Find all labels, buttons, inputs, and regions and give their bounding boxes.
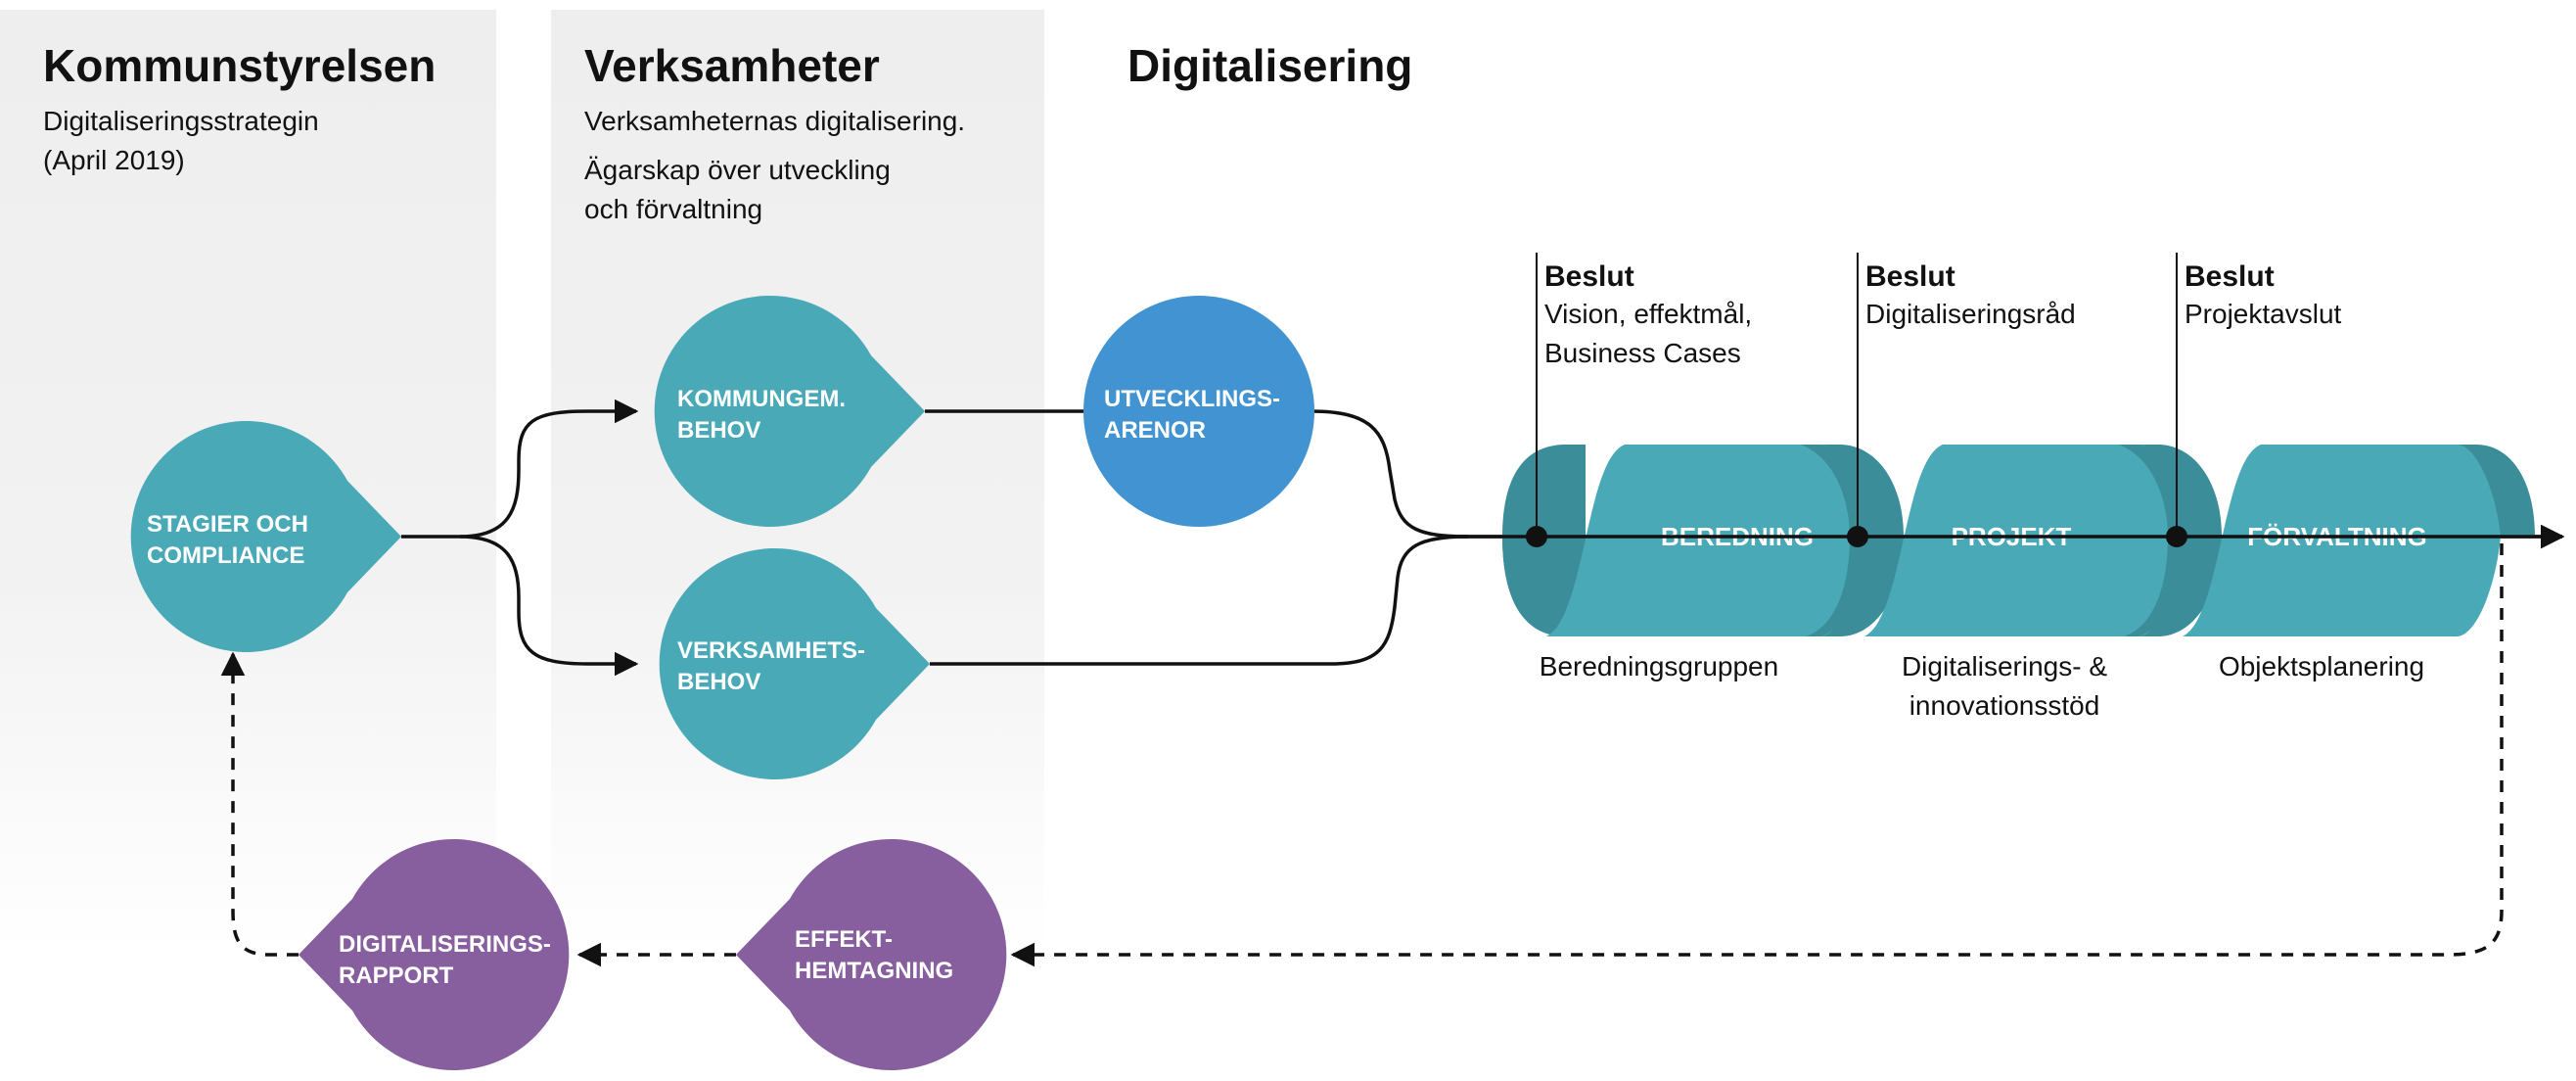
phase-below-projekt-1: Digitaliserings- & (1902, 651, 2107, 682)
connector-to-verksamhets (459, 535, 639, 677)
node-strategier-line2: COMPLIANCE (147, 542, 304, 569)
decision-markers (1536, 253, 2178, 537)
node-utvecklings-line1: UTVECKLINGS- (1104, 386, 1280, 412)
phase-below-projekt-2: innovationsstöd (1909, 690, 2100, 721)
feedback-loop (220, 543, 2504, 967)
feedback-rapport-to-strategi (220, 651, 299, 957)
node-kommungem: KOMMUNGEM. BEHOV (654, 295, 925, 527)
phase-below-beredning: Beredningsgruppen (1540, 651, 1778, 682)
band-edge-2 (2119, 445, 2183, 636)
connector-to-kommungem (401, 399, 639, 539)
connector-verksamhets-merge (930, 535, 1469, 666)
decision-title-3: Beslut (2185, 260, 2275, 293)
band-forvaltning (2183, 445, 2501, 636)
verksamheter-heading: Verksamheter (584, 40, 880, 91)
digitalisering-heading: Digitalisering (1127, 40, 1413, 91)
node-rapport-line1: DIGITALISERINGS- (339, 931, 551, 958)
phase-below-forvaltning: Objektsplanering (2219, 651, 2424, 682)
node-effekt-line1: EFFEKT- (795, 926, 893, 953)
node-rapport: DIGITALISERINGS- RAPPORT (299, 839, 570, 1071)
node-kommungem-line1: KOMMUNGEM. (677, 386, 846, 412)
node-strategier: STAGIER OCH COMPLIANCE (130, 420, 401, 652)
node-effekt-line2: HEMTAGNING (795, 958, 953, 984)
band-projekt (1864, 445, 2183, 636)
node-kommungem-line2: BEHOV (677, 417, 760, 444)
connector-utvecklings-merge (1311, 409, 1469, 539)
node-utvecklings: UTVECKLINGS- ARENOR (1083, 296, 1314, 527)
node-verksamhets: VERKSAMHETS- BEHOV (659, 548, 930, 780)
decision-text-3a: Projektavslut (2185, 299, 2342, 329)
node-rapport-line2: RAPPORT (339, 963, 454, 989)
node-strategier-line1: STAGIER OCH (147, 511, 308, 538)
decision-title-2: Beslut (1865, 260, 1955, 293)
verksamheter-subtext-1: Verksamheternas digitalisering. (584, 106, 966, 136)
band-edge-1 (1801, 445, 1864, 636)
decision-text-1b: Business Cases (1544, 338, 1741, 368)
decision-title-1: Beslut (1544, 260, 1634, 293)
decision-dot-2 (1847, 526, 1868, 547)
ribbon-back-1b (1502, 537, 1576, 636)
kommunstyrelsen-subtext-2: (April 2019) (43, 145, 185, 175)
feedback-from-forvaltning (1010, 543, 2504, 967)
decision-text-1a: Vision, effektmål, (1544, 299, 1752, 329)
node-verksamhets-line2: BEHOV (677, 669, 760, 695)
decision-dot-1 (1526, 526, 1547, 547)
decision-dot-3 (2166, 526, 2187, 547)
decision-text-2a: Digitaliseringsråd (1865, 299, 2076, 329)
verksamheter-subtext-3: och förvaltning (584, 194, 763, 224)
node-utvecklings-line2: ARENOR (1104, 417, 1206, 444)
kommunstyrelsen-subtext-1: Digitaliseringsstrategin (43, 106, 319, 136)
kommunstyrelsen-heading: Kommunstyrelsen (43, 40, 437, 91)
node-verksamhets-line1: VERKSAMHETS- (677, 637, 865, 664)
band-beredning (1546, 445, 1864, 636)
phase-ribbon: BEREDNING PROJEKT FÖRVALTNING (1502, 445, 2535, 636)
verksamheter-subtext-2: Ägarskap över utveckling (584, 155, 891, 185)
node-effekt: EFFEKT- HEMTAGNING (736, 839, 1007, 1071)
